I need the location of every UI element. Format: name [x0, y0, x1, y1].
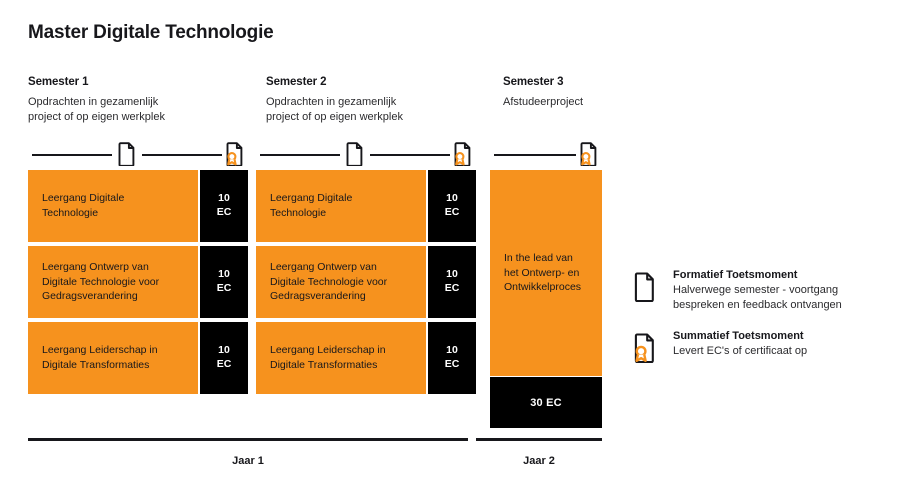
- legend-item-formatief: Formatief Toetsmoment Halverwege semeste…: [634, 268, 884, 313]
- graduation-project-block: In the lead van het Ontwerp- en Ontwikke…: [490, 170, 602, 376]
- year-rule-2: [476, 438, 602, 441]
- course-ec-badge: 10 EC: [428, 246, 476, 318]
- semester-description: Opdrachten in gezamenlijk project of op …: [28, 96, 165, 124]
- year-rule-1: [28, 438, 468, 441]
- semester-title: Semester 3: [503, 76, 564, 88]
- legend-item-summatief: Summatief Toetsmoment Levert EC's of cer…: [634, 329, 884, 363]
- timeline-semester-1: [28, 142, 248, 168]
- graduation-project-ec-badge: 30 EC: [490, 377, 602, 428]
- course-ec-badge: 10 EC: [428, 322, 476, 394]
- semester-description: Opdrachten in gezamenlijk project of op …: [266, 96, 403, 124]
- course-name: Leergang Digitale Technologie: [28, 170, 198, 242]
- legend-text: Summatief Toetsmoment Levert EC's of cer…: [656, 329, 884, 359]
- course-row: Leergang Ontwerp van Digitale Technologi…: [256, 246, 476, 318]
- course-name: Leergang Ontwerp van Digitale Technologi…: [28, 246, 198, 318]
- timeline-segment: [260, 154, 340, 156]
- formatief-toetsmoment-document-icon: [346, 142, 364, 166]
- course-ec-badge: 10 EC: [200, 322, 248, 394]
- semester-description: Afstudeerproject: [503, 96, 584, 108]
- document-award-icon: [634, 333, 656, 363]
- legend-description: Halverwege semester - voortgang bespreke…: [673, 284, 842, 311]
- summatief-toetsmoment-document-award-icon: [454, 142, 472, 166]
- course-row: Leergang Ontwerp van Digitale Technologi…: [28, 246, 248, 318]
- semester-column-2: Leergang Digitale Technologie 10 EC Leer…: [256, 170, 476, 428]
- document-icon: [634, 272, 656, 302]
- year-label-1: Jaar 1: [232, 455, 264, 467]
- summatief-toetsmoment-document-award-icon: [226, 142, 244, 166]
- semester-header-3: Semester 3 Afstudeerproject: [503, 76, 583, 110]
- timeline-segment: [142, 154, 222, 156]
- year-label-2: Jaar 2: [523, 455, 555, 467]
- course-name: Leergang Digitale Technologie: [256, 170, 426, 242]
- course-row: Leergang Digitale Technologie 10 EC: [28, 170, 248, 242]
- course-name: Leergang Ontwerp van Digitale Technologi…: [256, 246, 426, 318]
- semester-title: Semester 2: [266, 76, 327, 88]
- legend-description: Levert EC's of certificaat op: [673, 344, 808, 357]
- semester-title: Semester 1: [28, 76, 89, 88]
- course-row: Leergang Digitale Technologie 10 EC: [256, 170, 476, 242]
- course-row: Leergang Leiderschap in Digitale Transfo…: [28, 322, 248, 394]
- course-row: Leergang Leiderschap in Digitale Transfo…: [256, 322, 476, 394]
- legend-title: Formatief Toetsmoment: [673, 269, 798, 281]
- milestone-timeline: [28, 142, 602, 168]
- legend-title: Summatief Toetsmoment: [673, 329, 804, 342]
- timeline-segment: [494, 154, 576, 156]
- course-name: Leergang Leiderschap in Digitale Transfo…: [28, 322, 198, 394]
- semester-column-3: In the lead van het Ontwerp- en Ontwikke…: [490, 170, 602, 428]
- page-title: Master Digitale Technologie: [28, 22, 274, 43]
- summatief-toetsmoment-document-award-icon: [580, 142, 598, 166]
- semester-header-2: Semester 2 Opdrachten in gezamenlijk pro…: [266, 76, 403, 125]
- timeline-segment: [370, 154, 450, 156]
- program-grid: Leergang Digitale Technologie 10 EC Leer…: [28, 170, 602, 428]
- course-ec-badge: 10 EC: [428, 170, 476, 242]
- course-name: Leergang Leiderschap in Digitale Transfo…: [256, 322, 426, 394]
- course-ec-badge: 10 EC: [200, 170, 248, 242]
- course-ec-badge: 10 EC: [200, 246, 248, 318]
- legend-text: Formatief Toetsmoment Halverwege semeste…: [656, 268, 884, 313]
- semester-column-1: Leergang Digitale Technologie 10 EC Leer…: [28, 170, 248, 428]
- formatief-toetsmoment-document-icon: [118, 142, 136, 166]
- timeline-semester-2: [256, 142, 476, 168]
- timeline-segment: [32, 154, 112, 156]
- timeline-semester-3: [490, 142, 602, 168]
- semester-header-1: Semester 1 Opdrachten in gezamenlijk pro…: [28, 76, 165, 125]
- legend: Formatief Toetsmoment Halverwege semeste…: [634, 268, 884, 379]
